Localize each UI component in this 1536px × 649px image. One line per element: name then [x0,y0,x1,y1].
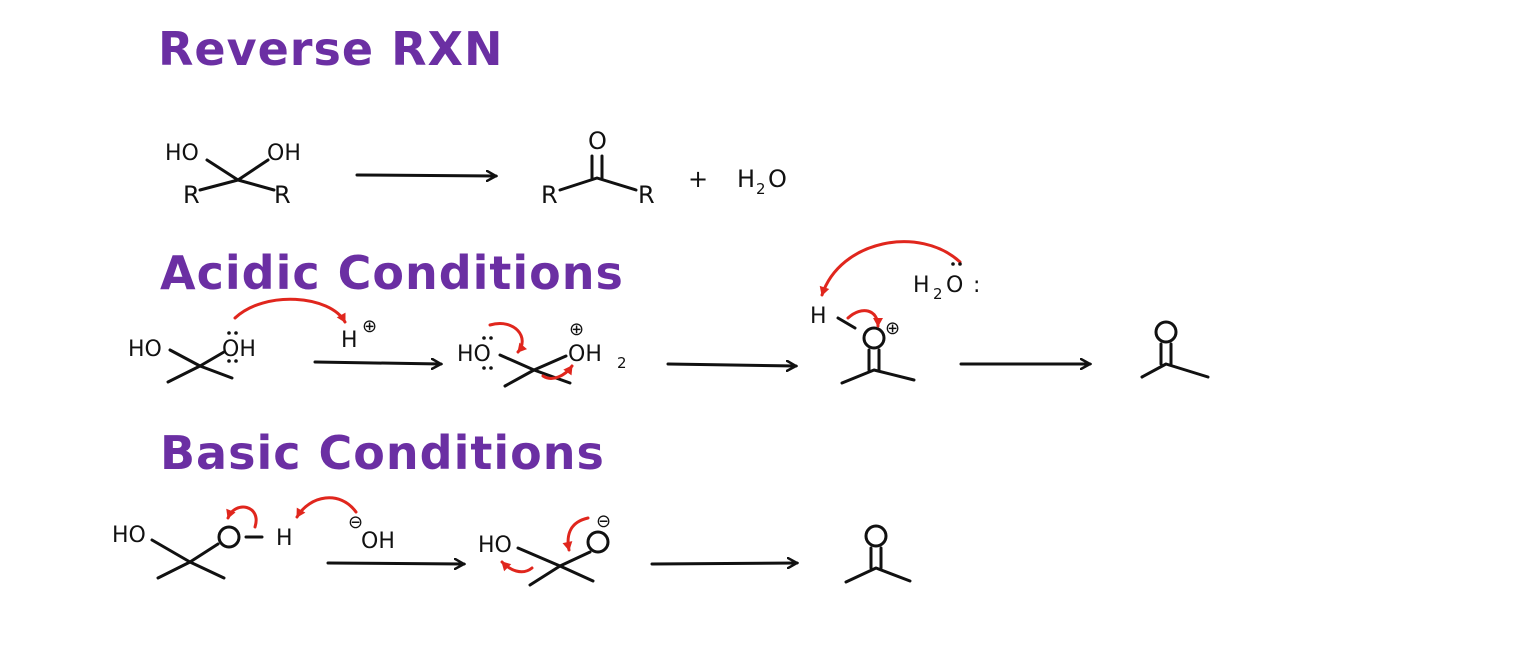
reverse-reactant-r2-label: R [274,181,291,209]
basic-product-o-label: O [870,543,871,545]
acidic-leaving-group-curly-arrow [541,364,574,380]
basic-alkoxide: HO O ⊖ [478,511,611,587]
acidic-oxonium-o-atom [862,326,886,350]
basic-hydroxide-label: OH [361,529,395,554]
acidic-lone-pair-curly-arrow [488,322,527,354]
acidic-oxonium-double-bond [867,348,881,372]
basic-int-ho-label: HO [478,533,512,558]
reverse-water-subscript: 2 [756,180,766,198]
acidic-oxonium: H O ⊕ [810,304,916,385]
reverse-product-r-bonds [558,176,638,192]
acidic-water-h-label: H [913,273,930,298]
reverse-product-r1-label: R [541,181,558,209]
basic-int-o-bonds [516,546,592,568]
acidic-product-o-label: O [1160,339,1161,341]
basic-diol: HO O H [112,523,293,580]
basic-int-o-label: O [592,549,593,551]
acidic-oxonium-methyl-bonds [840,368,916,385]
acidic-product-carbonyl-bond [1159,342,1173,366]
reverse-water: H 2 O [737,165,787,198]
heading-acidic-conditions: Acidic Conditions [160,246,624,300]
basic-product-methyl-bonds [844,566,912,584]
basic-int-methyl-bonds [528,564,595,587]
reverse-reactant-o-bonds [205,158,270,182]
reverse-reaction-arrow [355,175,496,176]
acidic-int-ho-label: HO [457,342,491,367]
acidic-int-methyl-bonds [503,368,572,388]
acidic-product-acetone: O [1140,320,1210,379]
acidic-diol-methyl-bonds [166,364,234,384]
acidic-water: H 2 O : [913,262,980,303]
basic-hydroxide: ⊖ OH [348,512,395,554]
acidic-diol-ho-label: HO [128,337,162,362]
acidic-water-attack-curly-arrow [819,240,962,297]
reverse-product-ketone: O R R [541,127,655,209]
basic-diol-ho-label: HO [112,523,146,548]
reverse-reactant-ho-label: HO [165,141,199,166]
reverse-product-carbonyl-bond [590,154,604,180]
acidic-int-oh-label: OH [568,342,602,367]
acidic-diol: HO OH [128,331,256,384]
acidic-oxonium-charge: ⊕ [885,318,900,339]
acidic-oxonium-oh-bond [836,316,857,330]
basic-arrow-2 [650,563,797,564]
basic-bond-break-curly-arrow [226,505,258,529]
acidic-water-subscript: 2 [933,285,943,303]
basic-diol-methyl-bonds [156,560,226,580]
acidic-int-charge: ⊕ [569,319,584,340]
basic-diol-o-bonds [150,538,220,564]
acidic-arrow-1 [313,362,441,364]
basic-diol-h-label: H [276,526,293,551]
heading-basic-conditions: Basic Conditions [160,426,605,480]
reverse-water-h-label: H [737,165,755,193]
reverse-product-r2-label: R [638,181,655,209]
acidic-water-o-label: O [946,273,963,298]
basic-product-carbonyl-bond [869,546,883,570]
basic-int-charge: ⊖ [596,511,611,532]
acidic-protonated-diol: HO OH 2 ⊕ [457,319,627,388]
reverse-water-o-label: O [768,165,787,193]
acidic-arrow-2 [666,364,796,366]
basic-alkoxide-curly-arrow [562,516,590,552]
acidic-proton-h-label: H [341,328,358,353]
basic-product-acetone: O [844,524,912,584]
acidic-deprotonation-curly-arrow [846,309,883,328]
reverse-product-o-label: O [588,127,607,155]
acidic-water-lone-pair: : [973,273,980,298]
reverse-reactant-r1-label: R [183,181,200,209]
basic-arrow-1 [326,563,464,564]
acidic-int-o-bonds [498,353,568,372]
reverse-reactant-gem-diol: HO OH R R [165,141,301,209]
basic-hydroxide-charge: ⊖ [348,512,363,533]
acidic-oxonium-o-label: O [866,345,867,347]
acidic-proton: H ⊕ [341,316,377,353]
basic-product-o-atom [864,524,888,548]
basic-hydroxide-attack-curly-arrow [295,496,358,519]
acidic-product-methyl-bonds [1140,362,1210,379]
reverse-plus-sign: + [688,165,708,193]
reverse-reactant-oh-label: OH [267,141,301,166]
acidic-diol-oh-label: OH [222,337,256,362]
basic-leaving-group-curly-arrow [500,560,534,574]
acidic-product-o-atom [1154,320,1178,344]
basic-diol-o-label: O [223,544,224,546]
heading-reverse-rxn: Reverse RXN [158,22,504,76]
acidic-diol-o-bonds [168,348,226,368]
basic-diol-o-atom [217,525,241,549]
acidic-int-subscript: 2 [617,354,627,372]
reverse-reactant-r-bonds [198,178,276,192]
basic-int-o-atom [586,530,610,554]
acidic-oxonium-h-label: H [810,304,827,329]
acidic-proton-charge: ⊕ [362,316,377,337]
acidic-protonation-curly-arrow [233,297,347,324]
